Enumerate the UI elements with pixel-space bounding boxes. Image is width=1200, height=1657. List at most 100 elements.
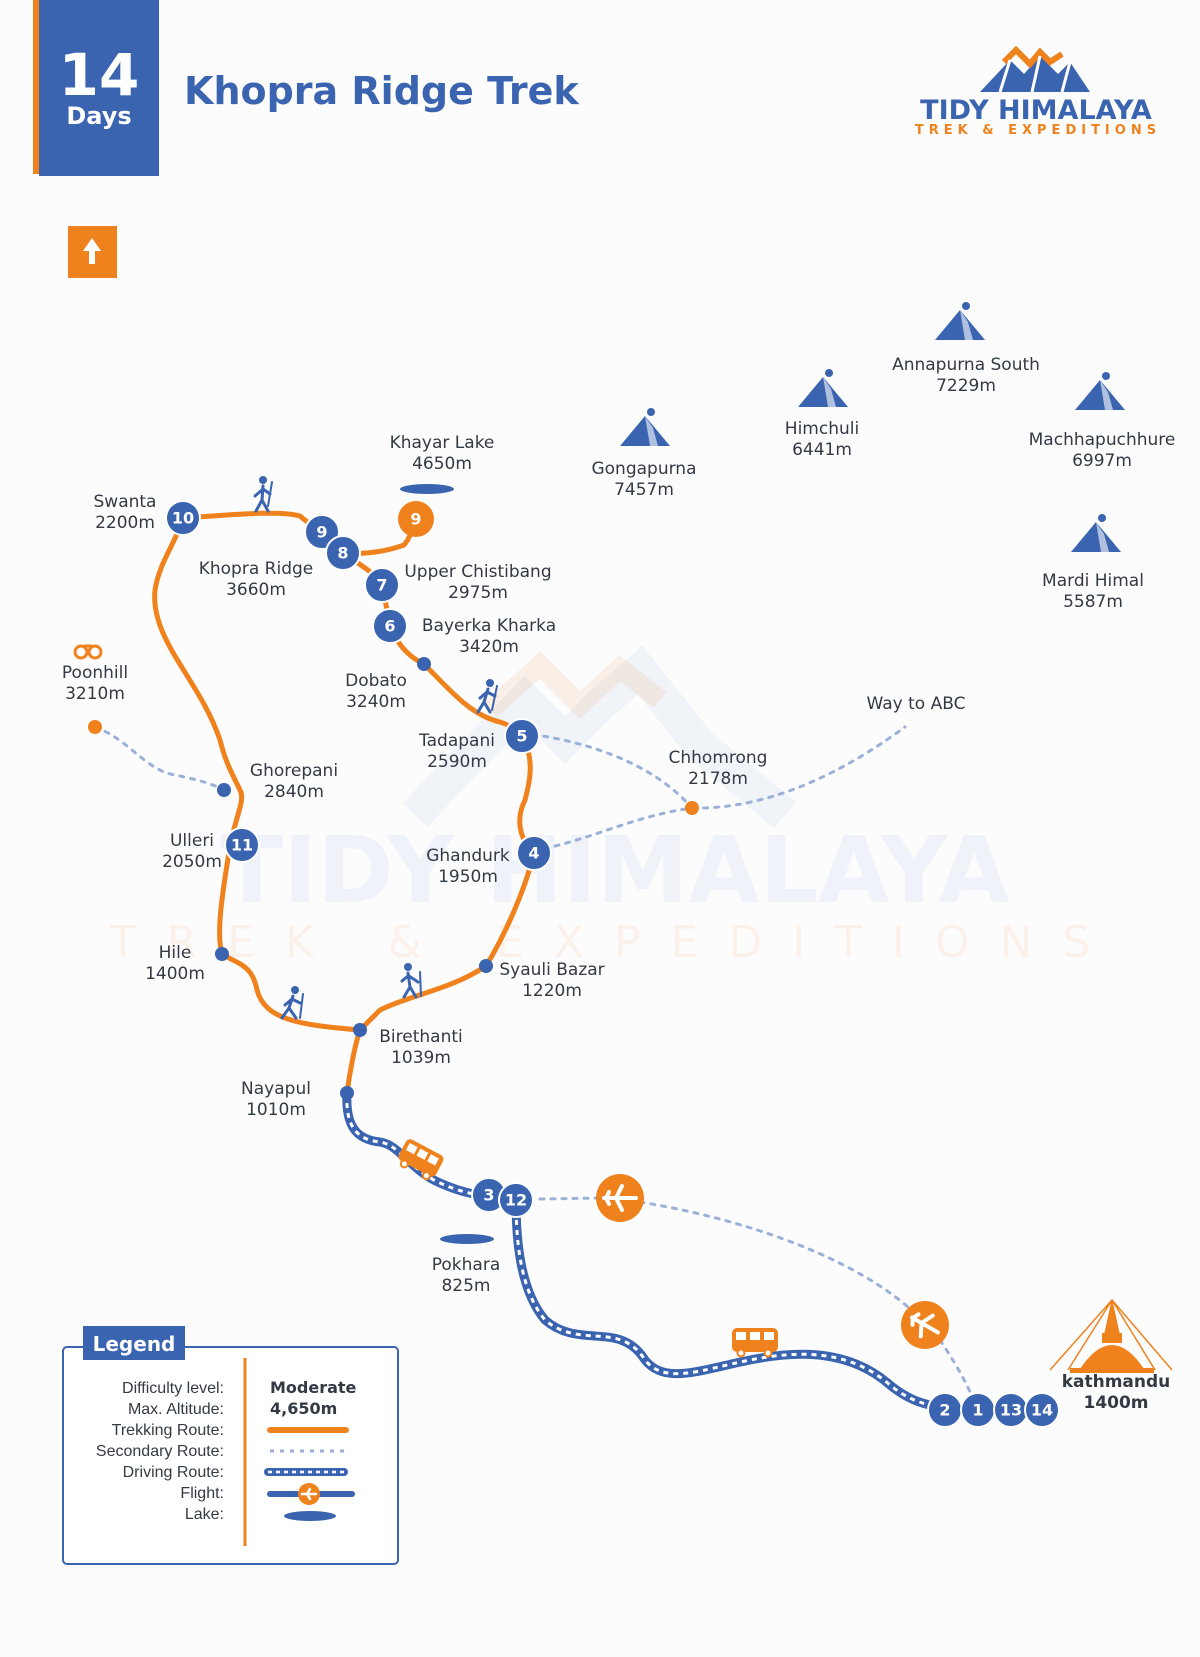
days-badge: 14 Days xyxy=(33,0,159,176)
place-label: Pokhara xyxy=(432,1255,501,1275)
place-altitude: 4650m xyxy=(412,454,472,474)
day-marker: 6 xyxy=(372,608,408,644)
days-label: Days xyxy=(66,102,131,130)
page-title: Khopra Ridge Trek xyxy=(184,69,579,113)
place-label: Birethanti xyxy=(379,1027,462,1047)
day-marker: 10 xyxy=(165,500,201,536)
days-number: 14 xyxy=(59,41,140,109)
dobato-dot xyxy=(417,657,431,671)
place-altitude: 1950m xyxy=(438,867,498,887)
place-altitude: 3210m xyxy=(65,684,125,704)
place-altitude: 2975m xyxy=(448,583,508,603)
legend-key: Max. Altitude: xyxy=(128,1401,224,1418)
svg-text:6: 6 xyxy=(384,617,395,636)
legend-key: Difficulty level: xyxy=(122,1380,224,1397)
legend-key: Lake: xyxy=(185,1506,224,1523)
peak-label: Annapurna South xyxy=(892,355,1040,375)
place-label: Khopra Ridge xyxy=(199,559,314,579)
svg-text:8: 8 xyxy=(337,544,348,563)
poonhill-dot xyxy=(88,720,102,734)
place-altitude: 2840m xyxy=(264,782,324,802)
legend-lake-swatch xyxy=(284,1511,336,1521)
brand-logo: TIDY HIMALAYA TREK & EXPEDITIONS xyxy=(915,45,1161,138)
legend-flight-swatch xyxy=(267,1483,355,1505)
syauli-bazar-dot xyxy=(479,959,493,973)
place-label: Ghorepani xyxy=(250,761,338,781)
legend-key: Flight: xyxy=(180,1485,224,1502)
peak-altitude: 7229m xyxy=(936,376,996,396)
place-altitude: 1400m xyxy=(1083,1393,1148,1413)
day-marker: 7 xyxy=(364,567,400,603)
day-marker: 4 xyxy=(516,835,552,871)
svg-text:14: 14 xyxy=(1031,1401,1053,1420)
nayapul-dot xyxy=(340,1086,354,1100)
place-altitude: 1400m xyxy=(145,964,205,984)
svg-text:2: 2 xyxy=(939,1401,950,1420)
bus-icon xyxy=(398,1139,444,1181)
brand-tagline: TREK & EXPEDITIONS xyxy=(915,123,1161,138)
hiker-icon xyxy=(280,986,304,1020)
svg-text:5: 5 xyxy=(516,727,527,746)
mountain-icon xyxy=(1075,372,1125,410)
place-label: Ulleri xyxy=(170,831,214,851)
svg-text:9: 9 xyxy=(316,523,327,542)
place-altitude: 1220m xyxy=(522,981,582,1001)
peak-altitude: 6441m xyxy=(792,440,852,460)
hiker-icon xyxy=(476,679,498,714)
place-label: Hile xyxy=(159,943,192,963)
airplane-icon xyxy=(596,1174,644,1222)
place-label: kathmandu xyxy=(1062,1372,1171,1392)
day-marker: 2 xyxy=(927,1392,963,1428)
legend: Legend Difficulty level: Moderate Max. A… xyxy=(62,1326,399,1565)
place-altitude: 1039m xyxy=(391,1048,451,1068)
svg-text:4: 4 xyxy=(528,844,539,863)
place-label: Dobato xyxy=(345,671,407,691)
peak-altitude: 5587m xyxy=(1063,592,1123,612)
place-altitude: 2590m xyxy=(427,752,487,772)
binoculars-icon xyxy=(73,644,103,660)
peak-label: Gongapurna xyxy=(591,459,696,479)
stupa-icon xyxy=(1049,1298,1173,1373)
place-label: Nayapul xyxy=(241,1079,311,1099)
peak-altitude: 6997m xyxy=(1072,451,1132,471)
mountain-icon xyxy=(935,302,985,340)
hile-dot xyxy=(215,947,229,961)
lake-icon xyxy=(440,1234,494,1244)
mountain-icon xyxy=(1071,514,1121,552)
mountain-logo-icon xyxy=(980,45,1090,93)
place-label: Chhomrong xyxy=(669,748,768,768)
place-altitude: 2178m xyxy=(688,769,748,789)
legend-title: Legend xyxy=(93,1332,176,1356)
hiker-icon xyxy=(400,963,422,999)
legend-key: Secondary Route: xyxy=(96,1443,224,1460)
brand-name: TIDY HIMALAYA xyxy=(920,95,1152,126)
airplane-icon xyxy=(901,1301,949,1349)
place-label: Ghandurk xyxy=(426,846,510,866)
place-label: Poonhill xyxy=(62,663,128,683)
place-altitude: 2200m xyxy=(95,513,155,533)
watermark-name: TIDY HIMALAYA xyxy=(220,817,1009,924)
place-label: Syauli Bazar xyxy=(499,960,604,980)
svg-text:10: 10 xyxy=(172,509,194,528)
day-marker: 1 xyxy=(960,1392,996,1428)
place-label: Bayerka Kharka xyxy=(422,616,556,636)
legend-key: Driving Route: xyxy=(123,1464,224,1481)
place-label: Tadapani xyxy=(418,731,495,751)
place-label: Swanta xyxy=(94,492,157,512)
place-label: Khayar Lake xyxy=(390,433,495,453)
svg-text:13: 13 xyxy=(1000,1401,1022,1420)
peak-altitude: 7457m xyxy=(614,480,674,500)
place-altitude: 2050m xyxy=(162,852,222,872)
birethanti-dot xyxy=(353,1023,367,1037)
day-marker: 13 xyxy=(993,1392,1029,1428)
way-to-abc-label: Way to ABC xyxy=(867,694,966,714)
place-altitude: 3240m xyxy=(346,692,406,712)
north-arrow-icon xyxy=(68,226,117,278)
svg-text:1: 1 xyxy=(972,1401,983,1420)
legend-value: Moderate xyxy=(270,1378,357,1397)
chhomrong-dot xyxy=(685,801,699,815)
hiker-icon xyxy=(253,476,273,513)
day-marker: 14 xyxy=(1024,1392,1060,1428)
lake-icon xyxy=(400,484,454,494)
